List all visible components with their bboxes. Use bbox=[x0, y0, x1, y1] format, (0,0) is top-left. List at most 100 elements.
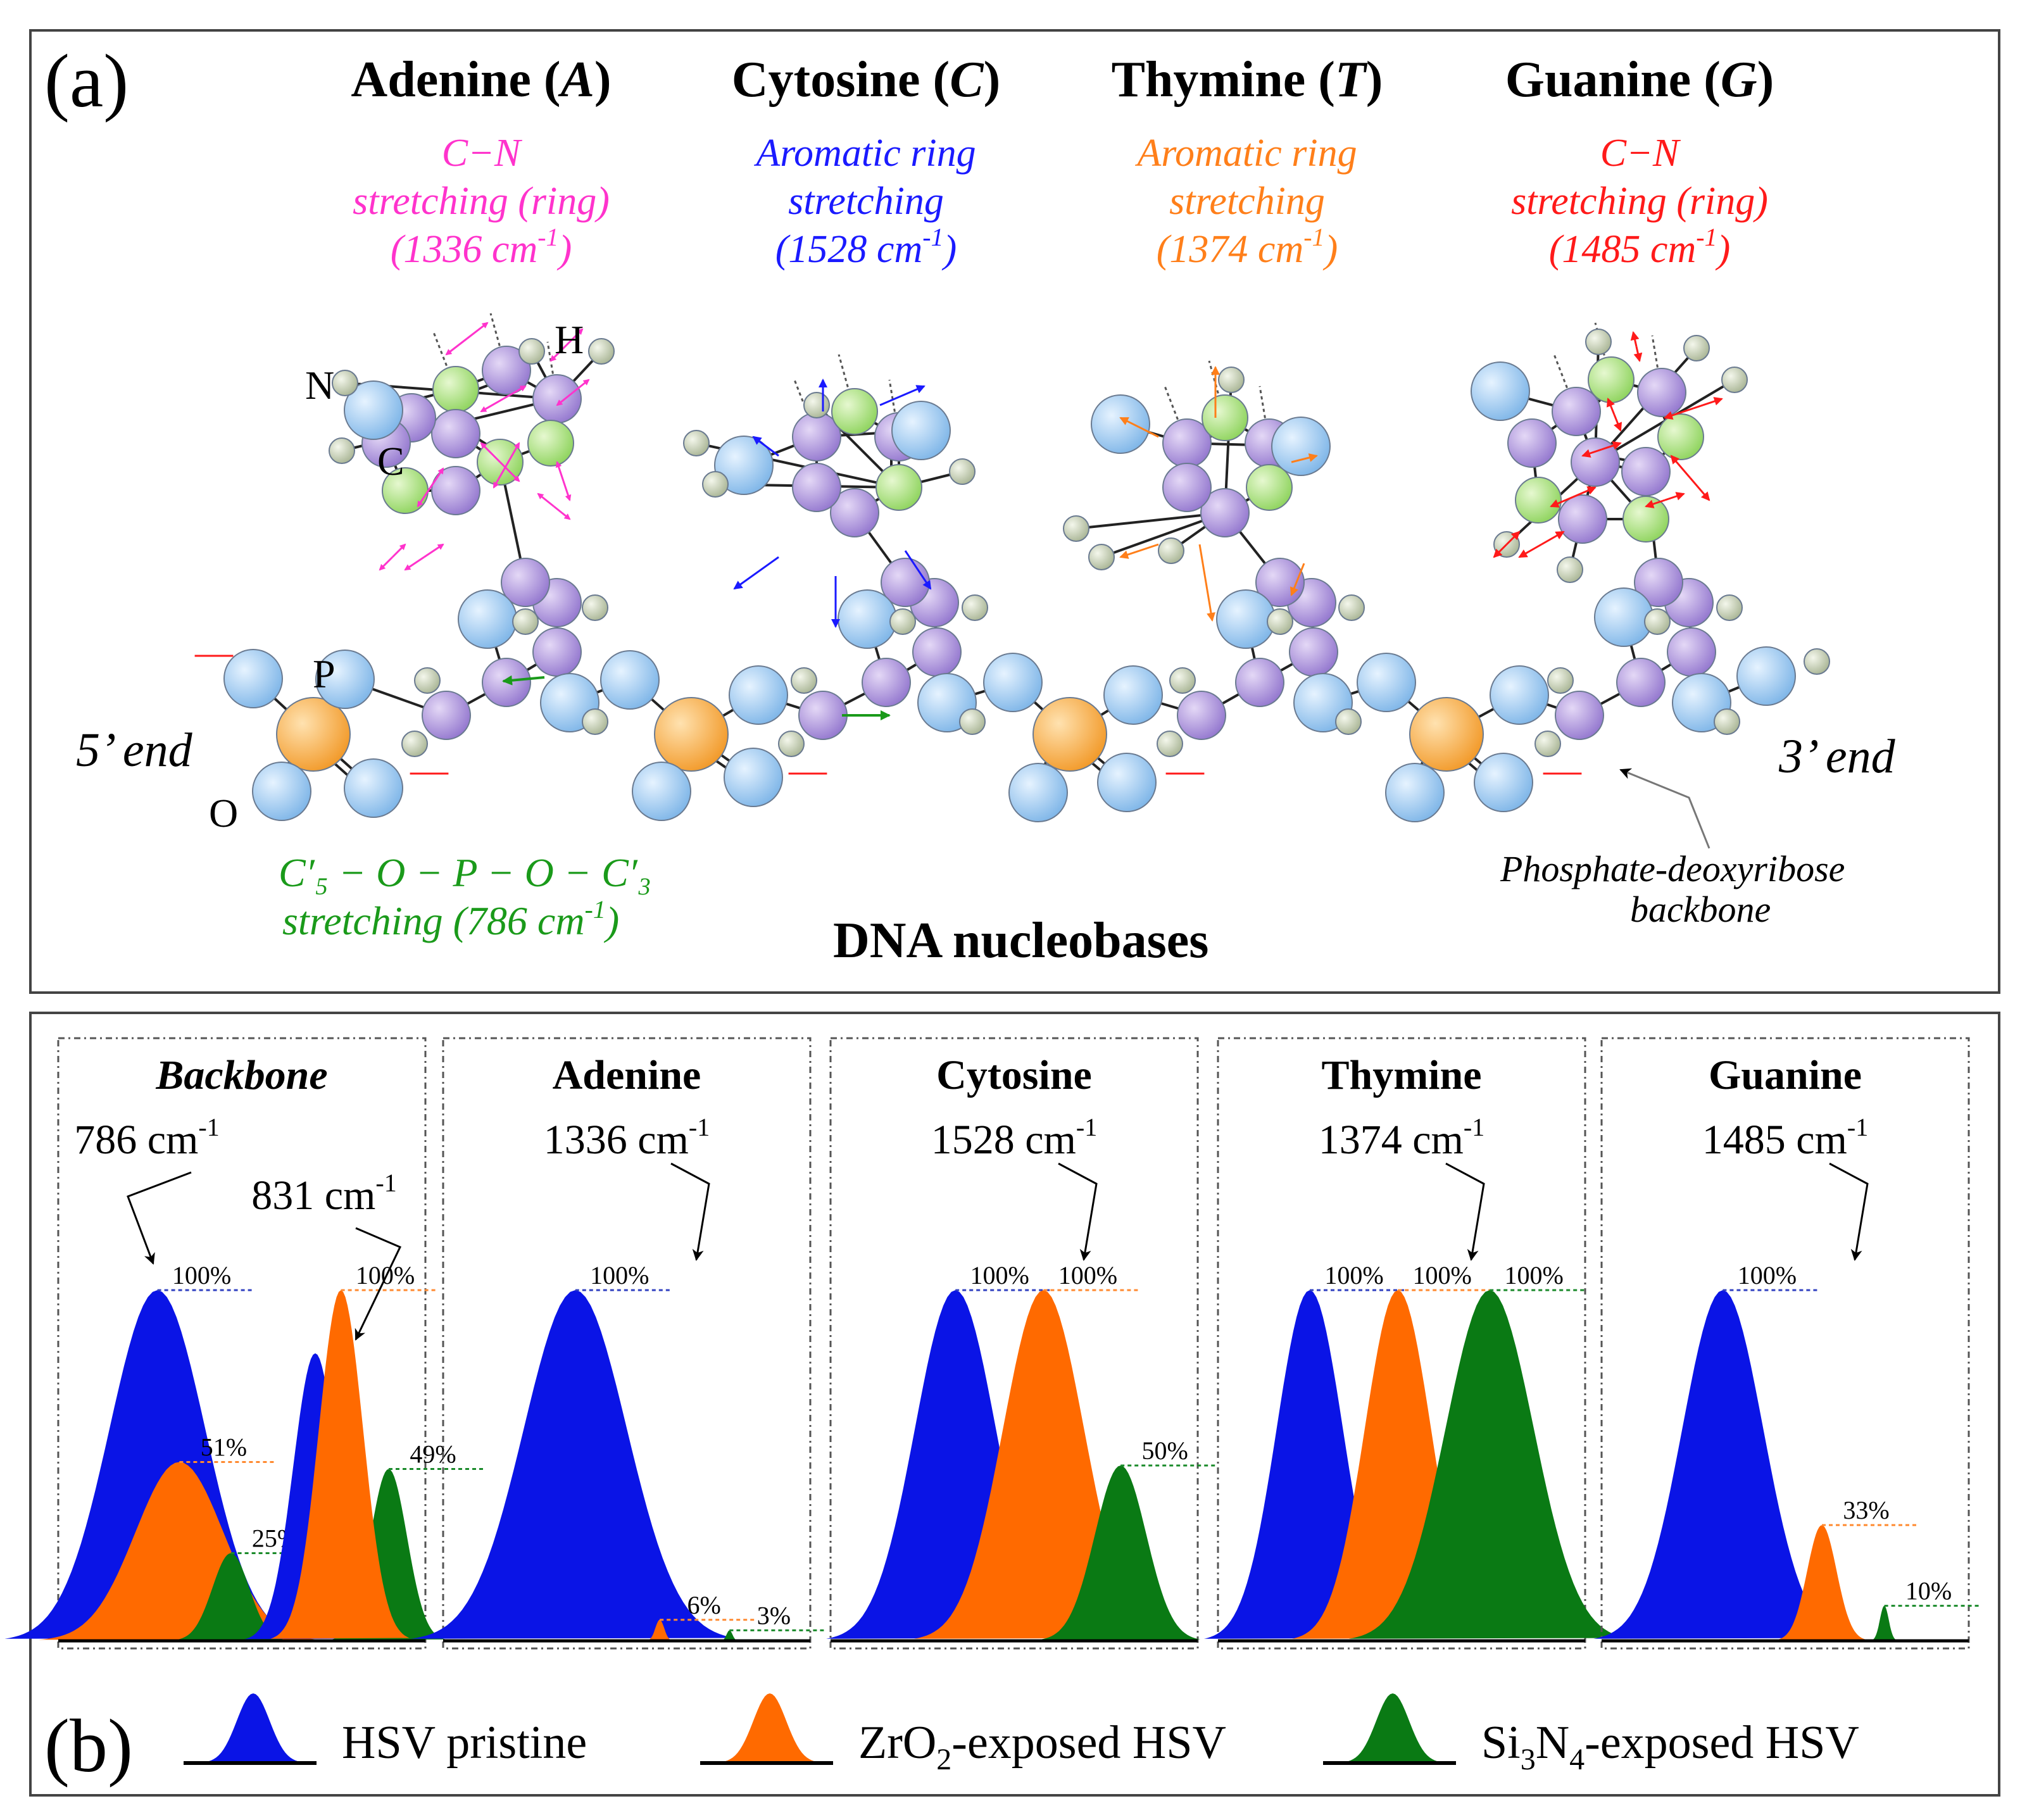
oxygen-atom bbox=[1594, 587, 1654, 647]
subpanel-title: Cytosine bbox=[936, 1052, 1092, 1098]
peak-percent-label: 3% bbox=[757, 1601, 791, 1629]
carbon-atom bbox=[912, 627, 962, 677]
hydrogen-atom bbox=[1063, 515, 1089, 542]
mode-line2-c: stretching bbox=[788, 180, 944, 223]
hydrogen-atom bbox=[1683, 335, 1710, 361]
panel-a-label: (a) bbox=[44, 39, 129, 123]
carbon-atom bbox=[1289, 627, 1338, 677]
vibration-arrow bbox=[1689, 477, 1710, 501]
hydrogen-atom bbox=[329, 437, 355, 464]
vibration-arrow bbox=[565, 328, 584, 346]
oxygen-atom bbox=[1091, 394, 1150, 454]
hydrogen-atom bbox=[401, 731, 428, 757]
wavenumber-label: 1374 cm-1 bbox=[1319, 1113, 1484, 1163]
subpanel-frame bbox=[829, 1037, 1199, 1650]
phosphorus-atom bbox=[1409, 697, 1484, 772]
oxygen-atom bbox=[458, 589, 517, 649]
hydrogen-atom bbox=[588, 338, 615, 365]
backbone-mode-formula: C′₅ − O − P − O − C′₃ bbox=[279, 850, 651, 895]
vibration-arrow bbox=[904, 550, 932, 590]
hydrogen-atom bbox=[889, 608, 916, 635]
atom-label-n: N bbox=[305, 363, 334, 408]
wavenumber-a: (1336 cm-1) bbox=[391, 223, 572, 271]
hydrogen-atom bbox=[949, 458, 976, 485]
nitrogen-atom bbox=[432, 366, 479, 413]
mode-line1-t: Aromatic ring bbox=[1134, 132, 1357, 175]
subpanel-frame bbox=[1600, 1037, 1970, 1650]
vibration-arrow bbox=[404, 556, 425, 571]
base-name-a: Adenine (A) bbox=[351, 52, 611, 108]
base-name-c: Cytosine (C) bbox=[732, 52, 1000, 108]
hydrogen-atom bbox=[702, 471, 729, 498]
oxygen-atom bbox=[1271, 417, 1331, 476]
hydrogen-bond-dotted bbox=[1164, 386, 1188, 444]
carbon-atom bbox=[482, 346, 531, 395]
vibration-arrow bbox=[493, 465, 508, 489]
peak-pristine bbox=[1593, 1290, 1848, 1639]
mode-line1-a: C−N bbox=[442, 132, 523, 175]
peak-zro2 bbox=[645, 1619, 674, 1641]
legend-item-pristine: HSV pristine bbox=[184, 1693, 587, 1769]
vibration-arrow bbox=[417, 487, 432, 508]
oxygen-atom bbox=[252, 762, 311, 821]
backbone-mode-label: stretching (786 cm-1) bbox=[282, 895, 619, 943]
vibration-arrow bbox=[1601, 441, 1622, 451]
legend-label: HSV pristine bbox=[342, 1717, 587, 1769]
peak-percent-label: 100% bbox=[1505, 1261, 1564, 1290]
vibration-arrow bbox=[1119, 543, 1159, 559]
pointer-arrow bbox=[127, 1171, 192, 1265]
oxygen-atom bbox=[1385, 763, 1445, 822]
vibration-arrow bbox=[1493, 543, 1508, 558]
hydrogen-atom bbox=[1158, 537, 1184, 564]
wavenumber-label-2: 831 cm-1 bbox=[251, 1169, 396, 1219]
nucleobase-headers: Adenine (A) C−N stretching (ring)(1336 cm-… bbox=[351, 52, 1774, 271]
hydrogen-atom bbox=[1547, 667, 1574, 694]
oxygen-atom bbox=[1103, 665, 1163, 725]
mode-line2-a: stretching (ring) bbox=[353, 180, 610, 223]
vibration-arrow bbox=[537, 493, 555, 508]
backbone-note-line2: backbone bbox=[1630, 889, 1771, 930]
oxygen-atom bbox=[1008, 763, 1068, 822]
mode-line1-c: Aromatic ring bbox=[753, 132, 976, 175]
peak-percent-label: 100% bbox=[1058, 1261, 1117, 1290]
hydrogen-atom bbox=[1714, 708, 1740, 735]
hydrogen-atom bbox=[959, 708, 986, 735]
carbon-atom bbox=[422, 691, 471, 740]
legend-item-si3n4: Si3N4-exposed HSV bbox=[1323, 1693, 1859, 1776]
vibration-arrow bbox=[1664, 407, 1694, 420]
carbon-atom bbox=[1621, 447, 1671, 496]
peak-percent-label: 6% bbox=[687, 1591, 721, 1619]
hydrogen-atom bbox=[518, 338, 545, 365]
vibration-arrow bbox=[1613, 414, 1622, 432]
vibration-arrow bbox=[1290, 563, 1305, 596]
carbon-atom bbox=[431, 409, 480, 458]
peak-percent-label: 100% bbox=[590, 1261, 649, 1290]
wavenumber-label: 786 cm-1 bbox=[74, 1113, 219, 1163]
wavenumber-c: (1528 cm-1) bbox=[775, 223, 957, 271]
phosphorus-atom bbox=[276, 697, 351, 772]
oxygen-atom bbox=[1357, 653, 1416, 712]
carbon-atom bbox=[501, 558, 550, 607]
nitrogen-atom bbox=[1657, 413, 1704, 460]
hydrogen-atom bbox=[778, 731, 805, 757]
peak-percent-label: 100% bbox=[1413, 1261, 1472, 1290]
atom-label-o: O bbox=[209, 791, 238, 836]
hydrogen-atom bbox=[791, 667, 817, 694]
carbon-atom bbox=[482, 658, 531, 707]
negative-charge-3: — bbox=[788, 749, 827, 791]
hydrogen-atom bbox=[683, 430, 710, 456]
carbon-atom bbox=[532, 627, 582, 677]
hydrogen-atom bbox=[1716, 594, 1743, 621]
hydrogen-atom bbox=[332, 370, 358, 396]
carbon-atom bbox=[1555, 691, 1604, 740]
peak-percent-label: 10% bbox=[1905, 1577, 1952, 1605]
wavenumber-label: 1336 cm-1 bbox=[544, 1113, 710, 1163]
vibration-arrow bbox=[1606, 398, 1616, 415]
vibration-arrow bbox=[391, 543, 406, 558]
oxygen-atom bbox=[1097, 753, 1157, 812]
wavenumber-t: (1374 cm-1) bbox=[1157, 223, 1338, 271]
nitrogen-atom bbox=[1202, 394, 1248, 441]
mode-line1-g: C−N bbox=[1600, 132, 1681, 175]
